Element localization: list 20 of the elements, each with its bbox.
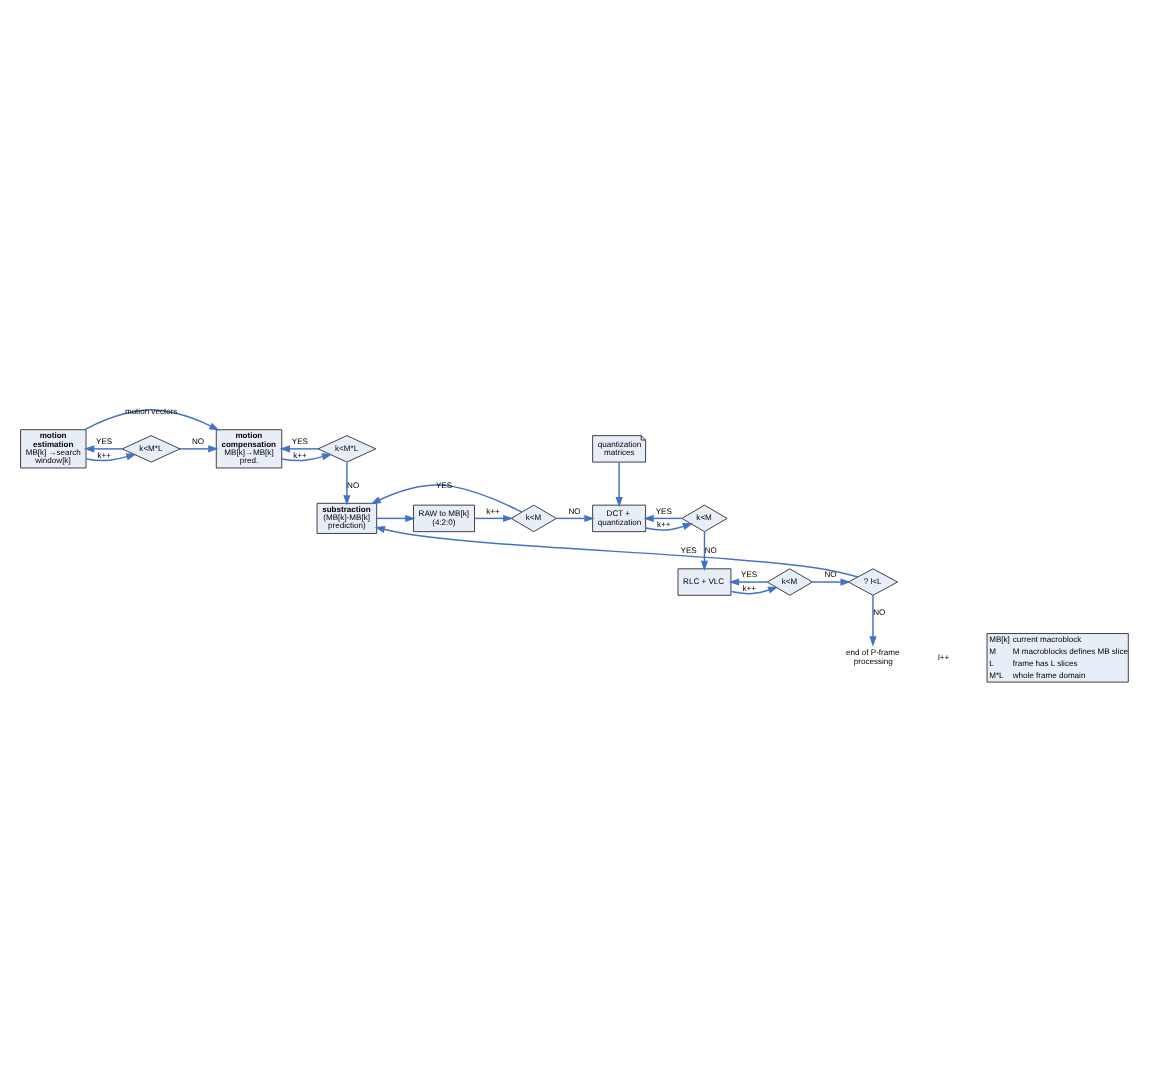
arrow [869, 594, 877, 647]
arrow [473, 514, 514, 522]
arrow [83, 445, 123, 453]
arrow [643, 514, 683, 522]
arrow [281, 453, 333, 462]
arrow [84, 408, 220, 431]
arrow [645, 523, 694, 531]
arrow [811, 578, 851, 586]
arrow [555, 514, 595, 522]
arrow [374, 526, 859, 578]
arrow [370, 484, 523, 513]
arrow [730, 586, 779, 595]
arrow [700, 531, 709, 571]
arrow [376, 514, 416, 522]
arrow [85, 453, 137, 462]
arrow [343, 461, 351, 506]
arrow [728, 578, 768, 586]
arrow [615, 461, 623, 508]
arrow [279, 445, 319, 453]
arrow [179, 445, 219, 453]
